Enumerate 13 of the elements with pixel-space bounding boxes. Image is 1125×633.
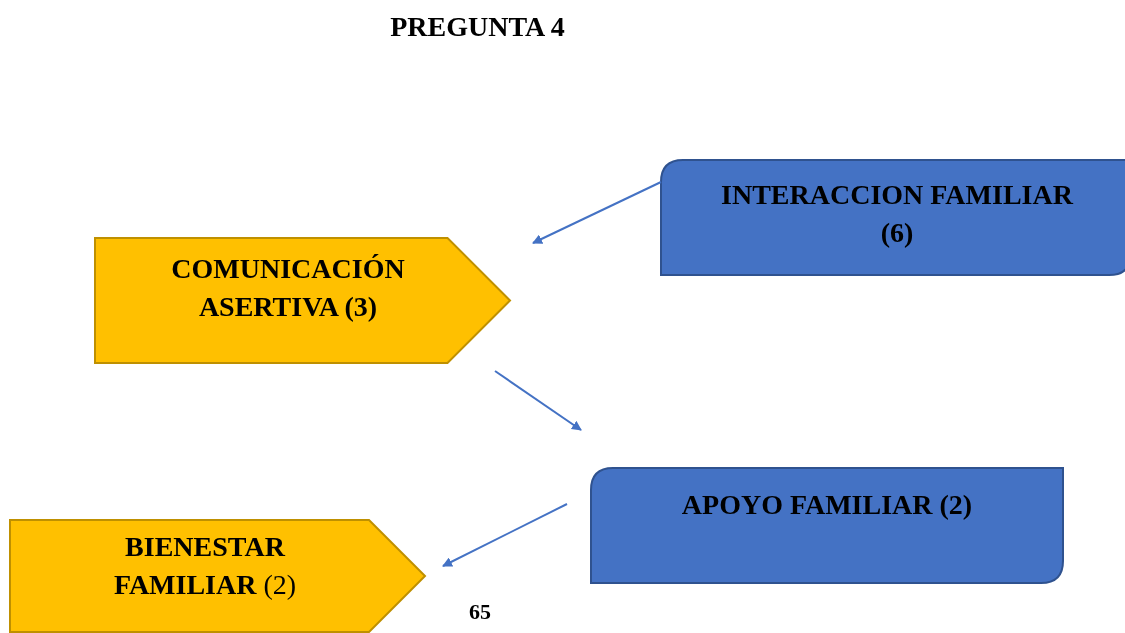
rounded-box <box>591 468 1063 583</box>
node-label: INTERACCION FAMILIAR (6) <box>720 178 1075 250</box>
pentagon-arrow-box <box>10 520 425 632</box>
pentagon-arrow-box <box>95 238 510 363</box>
node-label: APOYO FAMILIAR (2) <box>680 488 974 522</box>
arrow <box>494 370 582 431</box>
arrow <box>442 503 568 567</box>
page-number: 65 <box>468 598 492 626</box>
node-label: BIENESTAR FAMILIAR (2) <box>112 530 298 602</box>
node-label: COMUNICACIÓN ASERTIVA (3) <box>170 252 406 324</box>
rounded-box <box>661 160 1125 275</box>
title: PREGUNTA 4 <box>389 10 566 44</box>
arrow <box>532 181 662 244</box>
